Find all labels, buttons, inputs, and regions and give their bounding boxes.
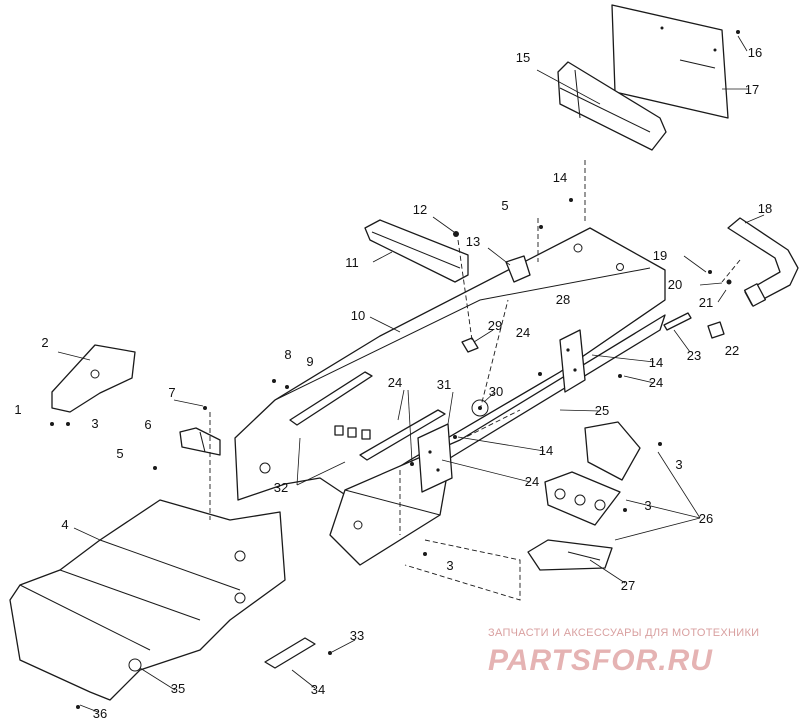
callout-5: 5 bbox=[501, 198, 508, 213]
callout-17: 17 bbox=[745, 82, 759, 97]
callout-27: 27 bbox=[621, 578, 635, 593]
callout-23: 23 bbox=[687, 348, 701, 363]
callout-5: 5 bbox=[116, 446, 123, 461]
hardware-fasteners bbox=[50, 30, 740, 709]
callout-24: 24 bbox=[525, 474, 539, 489]
callout-7: 7 bbox=[168, 385, 175, 400]
strip-part bbox=[663, 312, 692, 331]
plate-part bbox=[559, 329, 586, 393]
gusset-bracket-part bbox=[544, 421, 641, 526]
callout-19: 19 bbox=[653, 248, 667, 263]
callout-28: 28 bbox=[556, 292, 570, 307]
plate-part bbox=[417, 423, 453, 493]
callout-18: 18 bbox=[758, 201, 772, 216]
callout-25: 25 bbox=[595, 403, 609, 418]
clip-bracket-part bbox=[179, 427, 221, 456]
callout-2: 2 bbox=[41, 335, 48, 350]
callout-14: 14 bbox=[553, 170, 567, 185]
small-clip-part bbox=[461, 337, 479, 353]
angle-strip-part bbox=[264, 637, 316, 669]
tunnel-frame-part bbox=[234, 227, 666, 501]
tunnel-strip-part bbox=[289, 371, 446, 461]
callout-16: 16 bbox=[748, 45, 762, 60]
callout-3: 3 bbox=[446, 558, 453, 573]
callout-24: 24 bbox=[649, 375, 663, 390]
callout-10: 10 bbox=[351, 308, 365, 323]
callout-24: 24 bbox=[516, 325, 530, 340]
callout-14: 14 bbox=[539, 443, 553, 458]
foot-bracket-part bbox=[51, 344, 136, 413]
block-part bbox=[505, 255, 531, 283]
callout-36: 36 bbox=[93, 706, 107, 720]
callout-30: 30 bbox=[489, 384, 503, 399]
callout-1: 1 bbox=[14, 402, 21, 417]
callout-22: 22 bbox=[725, 343, 739, 358]
callout-34: 34 bbox=[311, 682, 325, 697]
callout-9: 9 bbox=[306, 354, 313, 369]
lower-bracket-part bbox=[527, 539, 613, 571]
callout-3: 3 bbox=[644, 498, 651, 513]
callout-3: 3 bbox=[91, 416, 98, 431]
upper-bracket-part bbox=[364, 219, 469, 283]
callout-6: 6 bbox=[144, 417, 151, 432]
callout-24: 24 bbox=[388, 375, 402, 390]
rear-bumper-part bbox=[727, 217, 799, 307]
callout-13: 13 bbox=[466, 234, 480, 249]
callout-20: 20 bbox=[668, 277, 682, 292]
callout-15: 15 bbox=[516, 50, 530, 65]
callout-8: 8 bbox=[284, 347, 291, 362]
callout-11: 11 bbox=[345, 255, 359, 270]
callout-12: 12 bbox=[413, 202, 427, 217]
callout-14: 14 bbox=[649, 355, 663, 370]
callout-32: 32 bbox=[274, 480, 288, 495]
callout-3: 3 bbox=[675, 457, 682, 472]
watermark-caption: ЗАПЧАСТИ И АКСЕССУАРЫ ДЛЯ МОТОТЕХНИКИ bbox=[488, 627, 759, 639]
flap-bracket-part bbox=[557, 61, 667, 151]
front-belly-pan-part bbox=[9, 499, 286, 701]
callout-4: 4 bbox=[61, 517, 68, 532]
callout-leaders bbox=[57, 35, 765, 713]
grommet-part bbox=[471, 399, 489, 417]
watermark-brand: PARTSFOR.RU bbox=[488, 644, 713, 677]
callout-31: 31 bbox=[437, 377, 451, 392]
callout-21: 21 bbox=[699, 295, 713, 310]
callout-35: 35 bbox=[171, 681, 185, 696]
assembly-leader-lines bbox=[209, 160, 741, 601]
end-cap-part bbox=[707, 321, 725, 339]
callout-26: 26 bbox=[699, 511, 713, 526]
callout-33: 33 bbox=[350, 628, 364, 643]
callout-29: 29 bbox=[488, 318, 502, 333]
rear-flap-part bbox=[611, 4, 729, 119]
